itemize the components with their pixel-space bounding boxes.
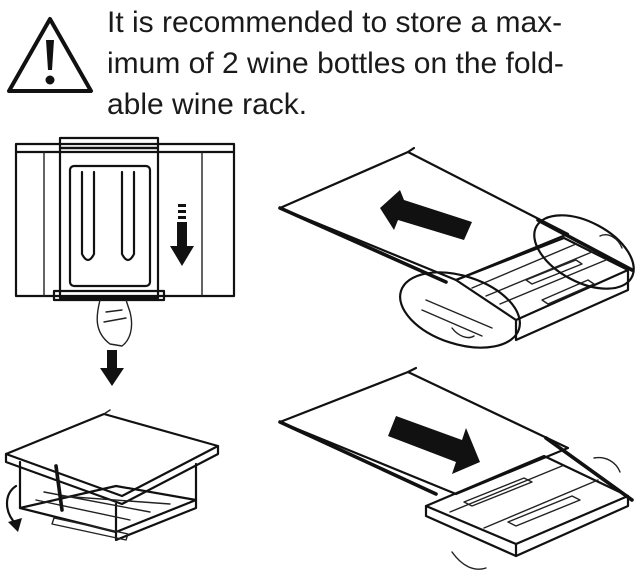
rack-folded-illustration	[4, 409, 220, 542]
warning-text-line: It is recommended to store a max-	[107, 6, 563, 39]
warning-block: It is recommended to store a max- imum o…	[0, 0, 643, 130]
warning-text-line: imum of 2 wine bottles on the fold-	[107, 47, 564, 80]
rack-pull-out-illustration	[278, 146, 635, 349]
warning-text: It is recommended to store a max- imum o…	[107, 2, 637, 125]
drawer-front-illustration	[14, 136, 236, 386]
rack-push-in-illustration	[278, 366, 634, 570]
warning-text-line: able wine rack.	[107, 88, 308, 121]
warning-triangle-icon	[7, 17, 93, 93]
